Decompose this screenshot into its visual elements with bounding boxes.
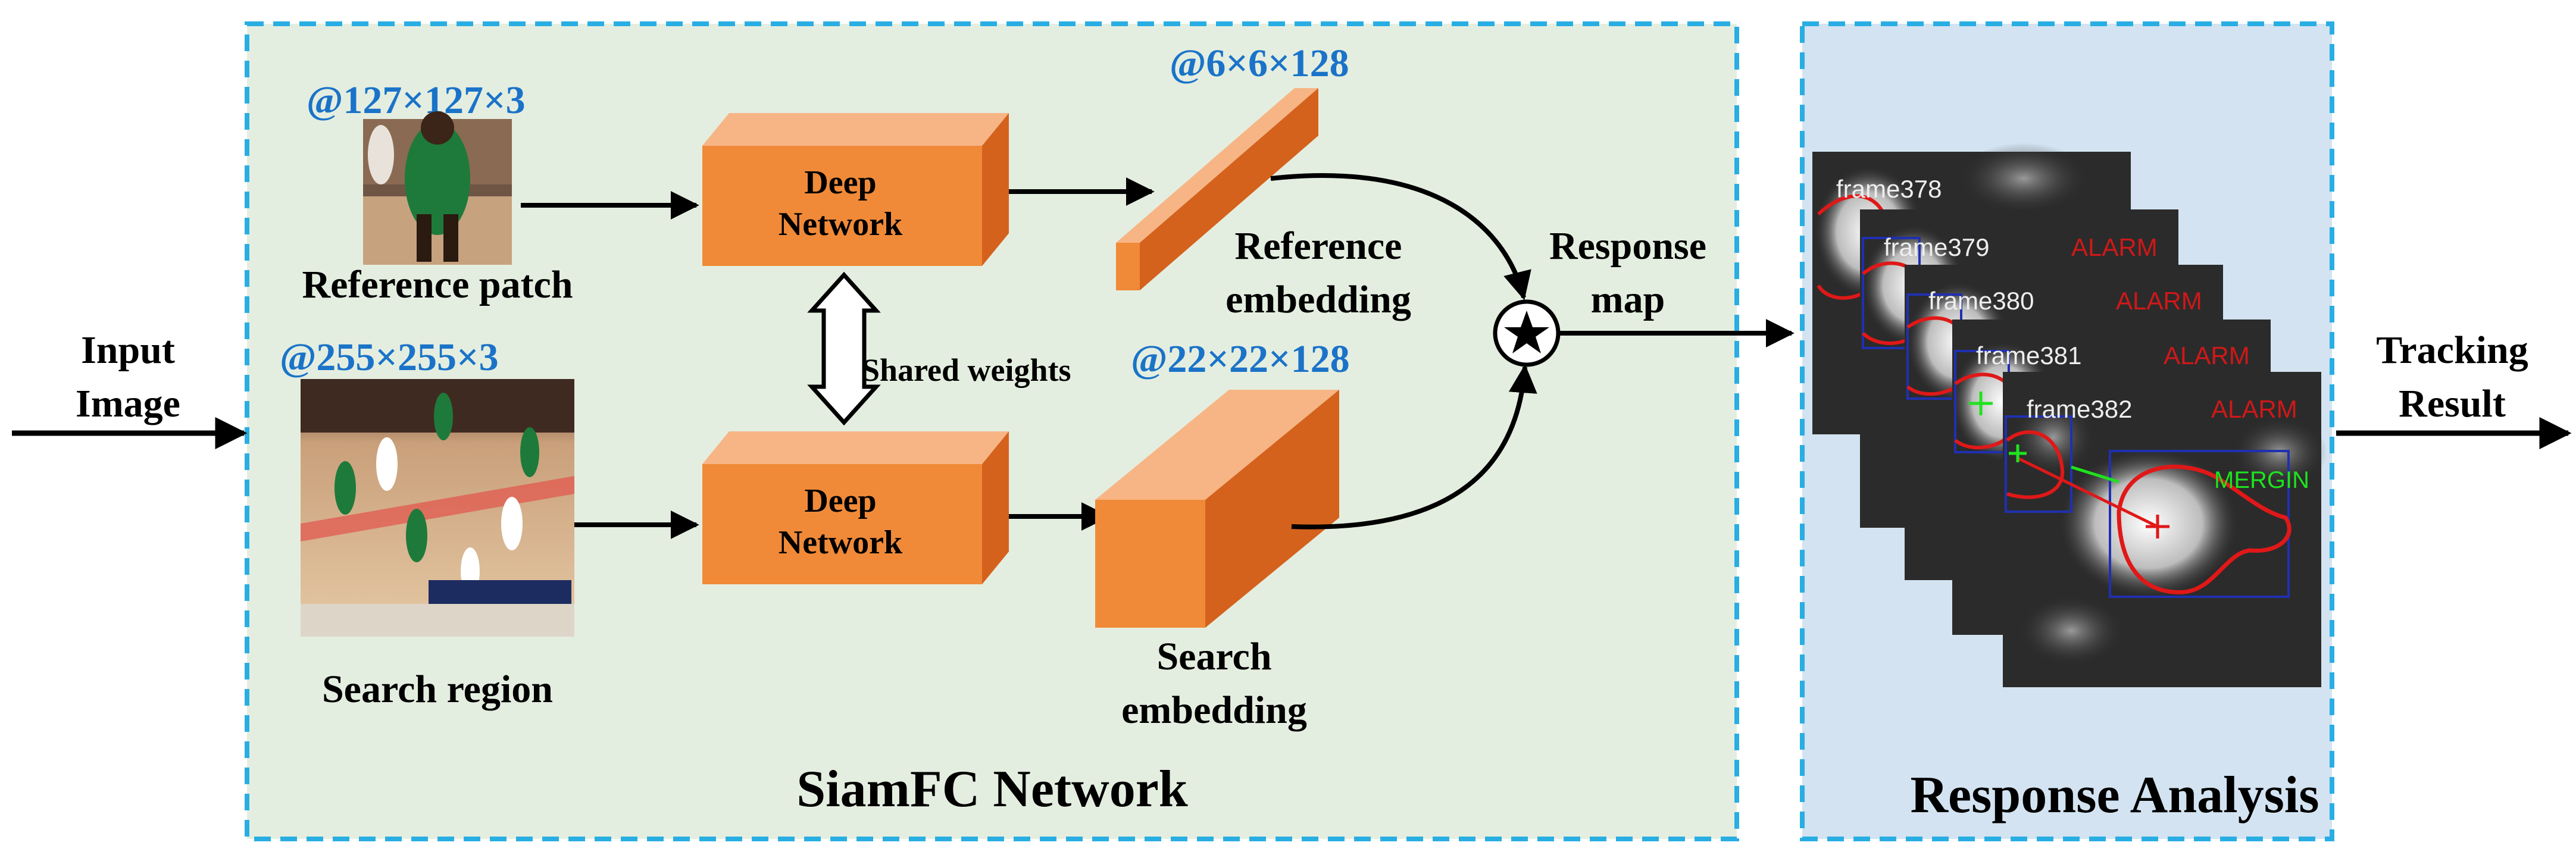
- frame-379-label: frame379: [1884, 233, 1989, 261]
- frame-378-label: frame378: [1836, 175, 1942, 203]
- shared-weights-label: Shared weights: [862, 352, 1071, 388]
- deep-network-top: Deep Network: [702, 113, 1009, 266]
- output-label-2: Result: [2399, 382, 2506, 425]
- reference-patch-image: [363, 111, 512, 265]
- ref-to-corr-arrow: [1270, 173, 1531, 300]
- frame-380-label: frame380: [1928, 287, 2034, 315]
- search-region-image: [301, 379, 574, 637]
- analysis-title: Response Analysis: [1910, 766, 2319, 824]
- frame-382: frame382 ALARM MERGIN: [2003, 372, 2327, 687]
- frame-379-alarm: ALARM: [2071, 233, 2158, 261]
- search-dim: @255×255×3: [280, 336, 499, 379]
- siamfc-title: SiamFC Network: [796, 760, 1188, 818]
- input-label-2: Image: [76, 382, 180, 425]
- reference-dim: @127×127×3: [307, 79, 526, 122]
- search-to-corr-arrow: [1291, 364, 1537, 530]
- deep-network-top-label-1: Deep: [804, 164, 876, 201]
- search-embed-dim: @22×22×128: [1131, 337, 1350, 381]
- search-embed-label-1: Search: [1156, 635, 1271, 678]
- shared-weights-arrow: [807, 271, 881, 426]
- frame-stack: frame378 frame379 ALARM frame380 ALARM: [1812, 143, 2327, 687]
- frame-381-label: frame381: [1976, 342, 2081, 369]
- frame-382-label: frame382: [2027, 395, 2132, 423]
- merging-label: MERGIN: [2214, 467, 2309, 493]
- search-label: Search region: [322, 668, 553, 711]
- deep-network-bottom-label-1: Deep: [804, 483, 876, 519]
- output-label-1: Tracking: [2376, 328, 2528, 372]
- frame-380-alarm: ALARM: [2116, 287, 2202, 315]
- search-embed-label-2: embedding: [1121, 688, 1307, 732]
- deep-network-bottom-label-2: Network: [779, 524, 903, 561]
- star-icon: [1504, 311, 1549, 353]
- response-label-2: map: [1591, 278, 1665, 321]
- ref-embed-label-2: embedding: [1226, 278, 1411, 321]
- reference-embedding-block: [1116, 88, 1318, 290]
- ref-embed-label-1: Reference: [1235, 224, 1402, 268]
- deep-network-top-label-2: Network: [779, 206, 903, 243]
- ref-embed-dim: @6×6×128: [1170, 42, 1349, 85]
- deep-network-bottom: Deep Network: [702, 431, 1009, 584]
- reference-label: Reference patch: [302, 263, 573, 306]
- frame-382-alarm: ALARM: [2211, 395, 2297, 423]
- search-embedding-block: [1095, 390, 1339, 628]
- response-label-1: Response: [1549, 224, 1706, 268]
- frame-381-alarm: ALARM: [2164, 342, 2250, 369]
- input-label-1: Input: [81, 328, 175, 372]
